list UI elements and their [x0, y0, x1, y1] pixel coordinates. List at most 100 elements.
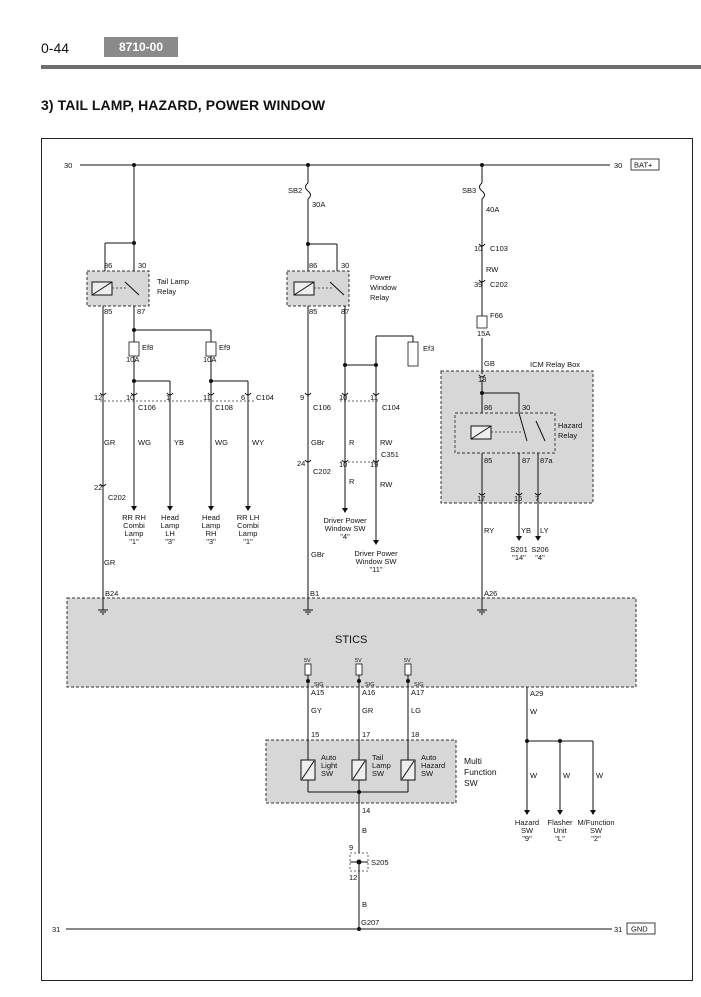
load-s201: S201 "14" [510, 545, 528, 562]
wire-lg: LG [411, 706, 421, 715]
pw-relay-pin-86: 86 [309, 261, 317, 270]
fuse-sb3 [479, 182, 485, 200]
wire-w-2: W [530, 771, 538, 780]
wire-ry: RY [484, 526, 494, 535]
wire-r-2: R [349, 477, 355, 486]
stics-sig-a16: SIG [365, 682, 374, 688]
stics-5v-a17: 5V [404, 658, 411, 664]
svg-text:"L": "L" [555, 834, 565, 843]
fuse-sb2 [305, 182, 311, 200]
stics-module-box [66, 597, 637, 688]
fuse-ef8 [128, 341, 140, 357]
hazard-relay-pin-87: 87 [522, 456, 530, 465]
section-code-badge: 8710-00 [104, 37, 178, 57]
wire-gb: GB [484, 359, 495, 368]
hazard-relay-label-1: Hazard [558, 421, 582, 430]
battery-tag [630, 158, 660, 171]
svg-text:Combi: Combi [237, 521, 259, 530]
stics-sig-a15: SIG [314, 682, 323, 688]
tail-relay-pin-86: 86 [104, 261, 112, 270]
icm-pin-7: 7 [535, 494, 539, 503]
wire-wg-2: WG [215, 438, 228, 447]
stics-sig-a17: SIG [414, 682, 423, 688]
icm-pin-16: 16 [514, 494, 522, 503]
stics-ground-symbols [98, 598, 487, 615]
connector-c202-b: C202 [108, 493, 126, 502]
pin-10: 10 [126, 393, 134, 402]
fuse-ef3-label: Ef3 [423, 344, 434, 353]
wire-rw-1: RW [486, 265, 499, 274]
connector-c351: C351 [381, 450, 399, 459]
tail-relay-pin-30: 30 [138, 261, 146, 270]
tail-lamp-switch-label: Tail Lamp SW [372, 753, 391, 778]
load-s206: S206 "4" [531, 545, 549, 562]
svg-text:S201: S201 [510, 545, 528, 554]
fuse-f66 [476, 315, 488, 329]
page-number: 0-44 [41, 40, 70, 56]
svg-text:"1": "1" [129, 537, 139, 546]
wire-ly: LY [540, 526, 549, 535]
fuse-ef9-amp: 10A [203, 355, 216, 364]
stics-pin-a16: A16 [362, 688, 375, 697]
svg-text:Driver Power: Driver Power [323, 516, 367, 525]
stics-pin-a29: A29 [530, 689, 543, 698]
msw-pin-15: 15 [311, 730, 319, 739]
stics-pin-a26: A26 [484, 589, 497, 598]
fuse-ef9-label: Ef9 [219, 343, 230, 352]
svg-text:Tail: Tail [372, 753, 384, 762]
fuse-ef3 [407, 341, 419, 367]
load-driver-power-window-sw-4: Driver Power Window SW "4" [323, 516, 367, 541]
auto-hazard-switch-label: Auto Hazard SW [421, 753, 445, 778]
svg-text:Flasher: Flasher [547, 818, 573, 827]
svg-text:Head: Head [202, 513, 220, 522]
wire-yb-1: YB [174, 438, 184, 447]
svg-text:Function: Function [464, 767, 497, 777]
wire-gbr-2: GBr [311, 550, 325, 559]
hazard-relay-pin-85: 85 [484, 456, 492, 465]
fuse-f66-amp: 15A [477, 329, 490, 338]
icm-relay-box-label: ICM Relay Box [530, 360, 580, 369]
icm-pin-18: 18 [478, 375, 486, 384]
pin-11: 11 [203, 393, 211, 402]
multi-function-switch-label: Multi Function SW [464, 756, 497, 788]
icm-pin-17: 17 [477, 494, 485, 503]
wire-wg-1: WG [138, 438, 151, 447]
svg-text:Light: Light [321, 761, 338, 770]
svg-text:SW: SW [521, 826, 534, 835]
pin-10-c: 10 [339, 460, 347, 469]
connector-c103: C103 [490, 244, 508, 253]
msw-pin-14: 14 [362, 806, 370, 815]
svg-text:"9": "9" [522, 834, 532, 843]
ground-tag [626, 922, 656, 935]
wire-gr-2: GR [104, 558, 116, 567]
stics-pin-a17: A17 [411, 688, 424, 697]
svg-text:Unit: Unit [553, 826, 567, 835]
fuse-sb2-amp: 30A [312, 200, 325, 209]
svg-text:Combi: Combi [123, 521, 145, 530]
fuse-ef9 [205, 341, 217, 357]
hazard-relay-pin-87a: 87a [540, 456, 553, 465]
msw-pin-17: 17 [362, 730, 370, 739]
ground-tag-text: GND [631, 925, 648, 934]
fuse-ef8-amp: 10A [126, 355, 139, 364]
svg-text:"2": "2" [591, 834, 601, 843]
svg-text:Head: Head [161, 513, 179, 522]
wire-yb-2: YB [521, 526, 531, 535]
pw-relay-label-2: Window [370, 283, 397, 292]
hazard-relay-pin-86: 86 [484, 403, 492, 412]
hazard-relay-label-2: Relay [558, 431, 577, 440]
load-m-function-sw: M/Function SW "2" [577, 818, 614, 843]
tail-relay-pin-85: 85 [104, 307, 112, 316]
stics-5v-a15: 5V [304, 658, 311, 664]
fuse-ef8-label: Ef8 [142, 343, 153, 352]
pin-10-b: 10 [339, 393, 347, 402]
pw-relay-pin-30: 30 [341, 261, 349, 270]
svg-text:RR LH: RR LH [237, 513, 260, 522]
pin-19: 19 [370, 460, 378, 469]
pin-24: 24 [297, 459, 305, 468]
svg-text:"14": "14" [512, 553, 526, 562]
fuse-sb3-label: SB3 [462, 186, 476, 195]
pw-relay-label-1: Power [370, 273, 392, 282]
hazard-relay-box [454, 412, 556, 454]
